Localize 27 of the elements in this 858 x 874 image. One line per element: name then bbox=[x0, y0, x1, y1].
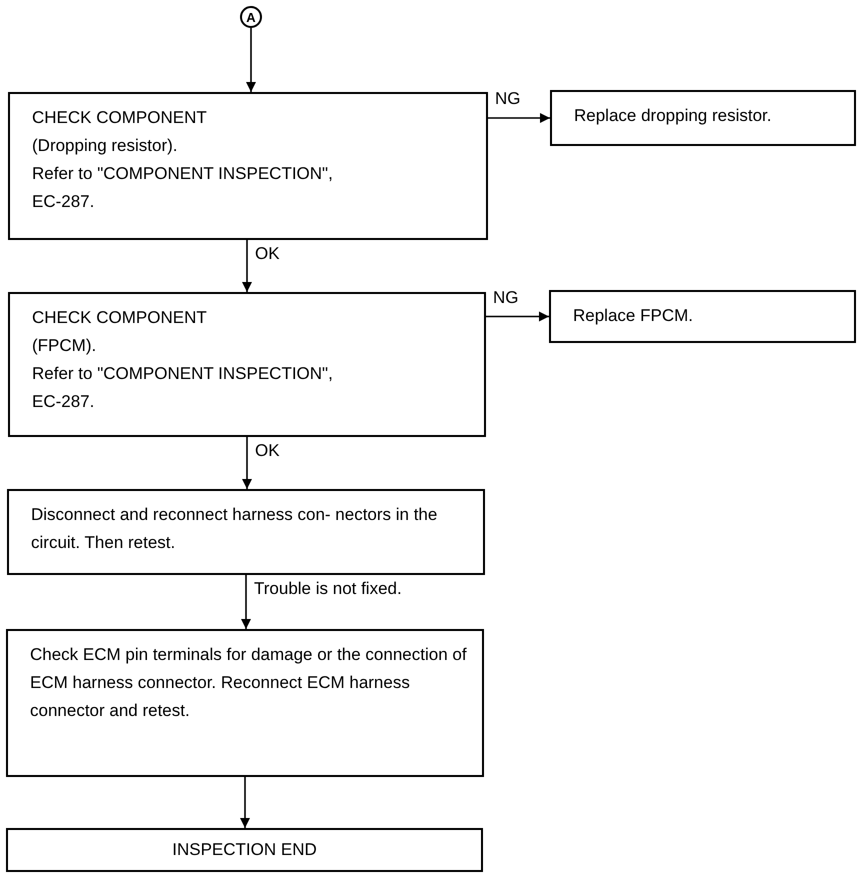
arrow bbox=[486, 312, 549, 322]
step-text: EC-287. bbox=[32, 191, 96, 213]
arrow bbox=[242, 240, 252, 292]
arrow bbox=[241, 575, 251, 629]
step-text: EC-287. bbox=[32, 391, 96, 413]
step-text: INSPECTION END bbox=[172, 839, 317, 861]
step-text: Refer to "COMPONENT INSPECTION", bbox=[32, 163, 334, 185]
step-text: (FPCM). bbox=[32, 335, 98, 357]
step-text: Refer to "COMPONENT INSPECTION", bbox=[32, 363, 334, 385]
step-text: Check ECM pin terminals for damage or the connection of ECM harness connector. Reconnect ECM harness connector and retest. bbox=[30, 644, 468, 722]
step-text: (Dropping resistor). bbox=[32, 135, 178, 157]
arrow bbox=[246, 28, 256, 92]
arrow bbox=[240, 777, 250, 828]
step-text: CHECK COMPONENT bbox=[32, 307, 208, 329]
process-box bbox=[8, 92, 488, 240]
step-text: Replace FPCM. bbox=[573, 305, 694, 327]
process-box bbox=[6, 629, 484, 777]
step-text: CHECK COMPONENT bbox=[32, 107, 208, 129]
arrow bbox=[488, 113, 550, 123]
step-text: Replace dropping resistor. bbox=[574, 105, 773, 127]
process-box bbox=[550, 90, 856, 146]
process-box bbox=[8, 292, 486, 437]
end-box bbox=[6, 828, 483, 872]
process-box bbox=[7, 489, 485, 575]
process-box bbox=[549, 290, 856, 343]
arrow bbox=[242, 437, 252, 489]
step-text: Disconnect and reconnect harness con- nectors in the circuit. Then retest. bbox=[31, 504, 438, 554]
